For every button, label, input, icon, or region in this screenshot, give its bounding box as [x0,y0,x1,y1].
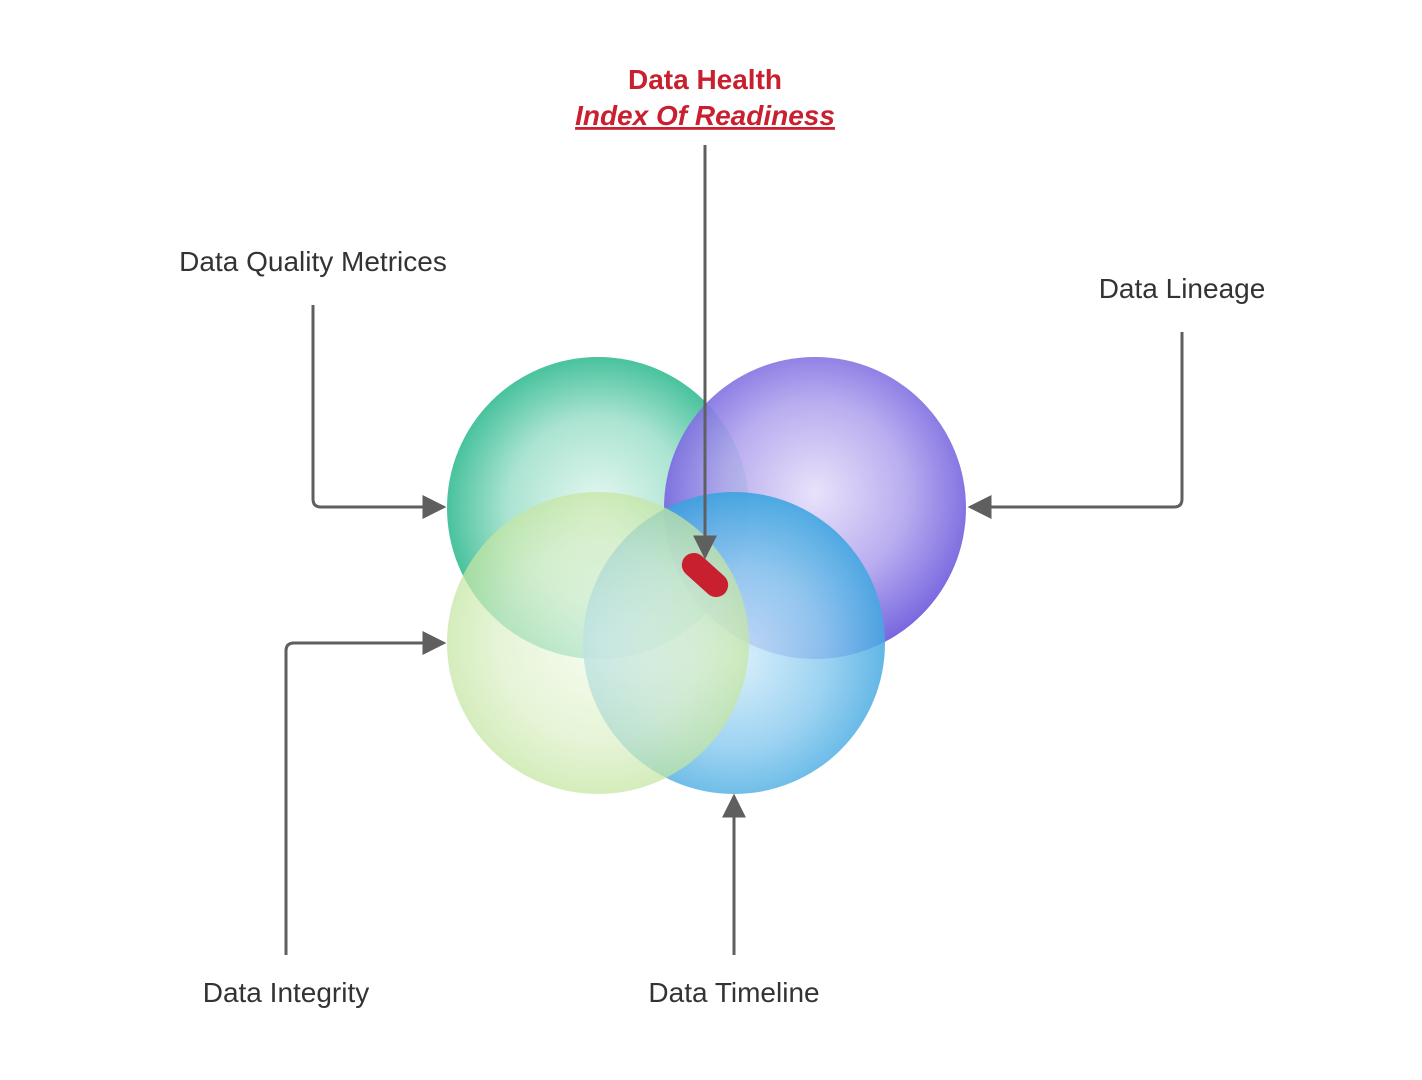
diagram-subtitle: Index Of Readiness [575,100,835,131]
connector-data-quality [311,305,447,519]
diagram-title: Data Health [628,64,782,95]
circle-data-integrity [447,492,749,794]
label-data-quality: Data Quality Metrices [179,246,447,277]
label-data-timeline: Data Timeline [648,977,819,1008]
label-data-lineage: Data Lineage [1099,273,1266,304]
label-data-integrity: Data Integrity [203,977,370,1008]
center-marker [681,552,729,598]
connector-data-lineage [967,332,1184,519]
connector-data-integrity [284,631,447,955]
